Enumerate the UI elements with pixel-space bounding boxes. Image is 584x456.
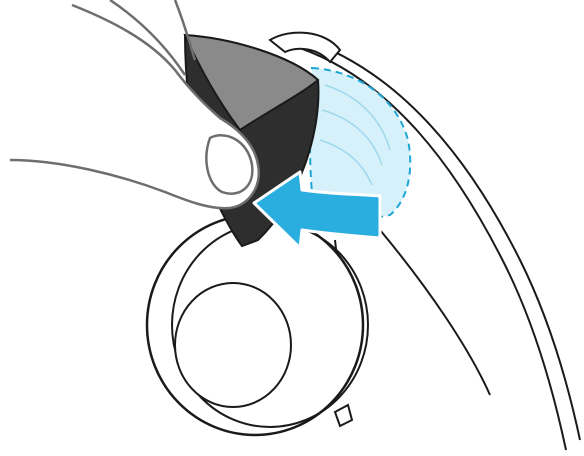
thumb-nail [205, 134, 254, 195]
earphone-speaker [145, 213, 369, 437]
ear-piece-shell [268, 31, 342, 64]
arrow-left-icon [252, 170, 382, 250]
ghost-face-pad [309, 66, 412, 232]
speaker-knob [333, 403, 354, 428]
hand-icon [9, 0, 261, 210]
